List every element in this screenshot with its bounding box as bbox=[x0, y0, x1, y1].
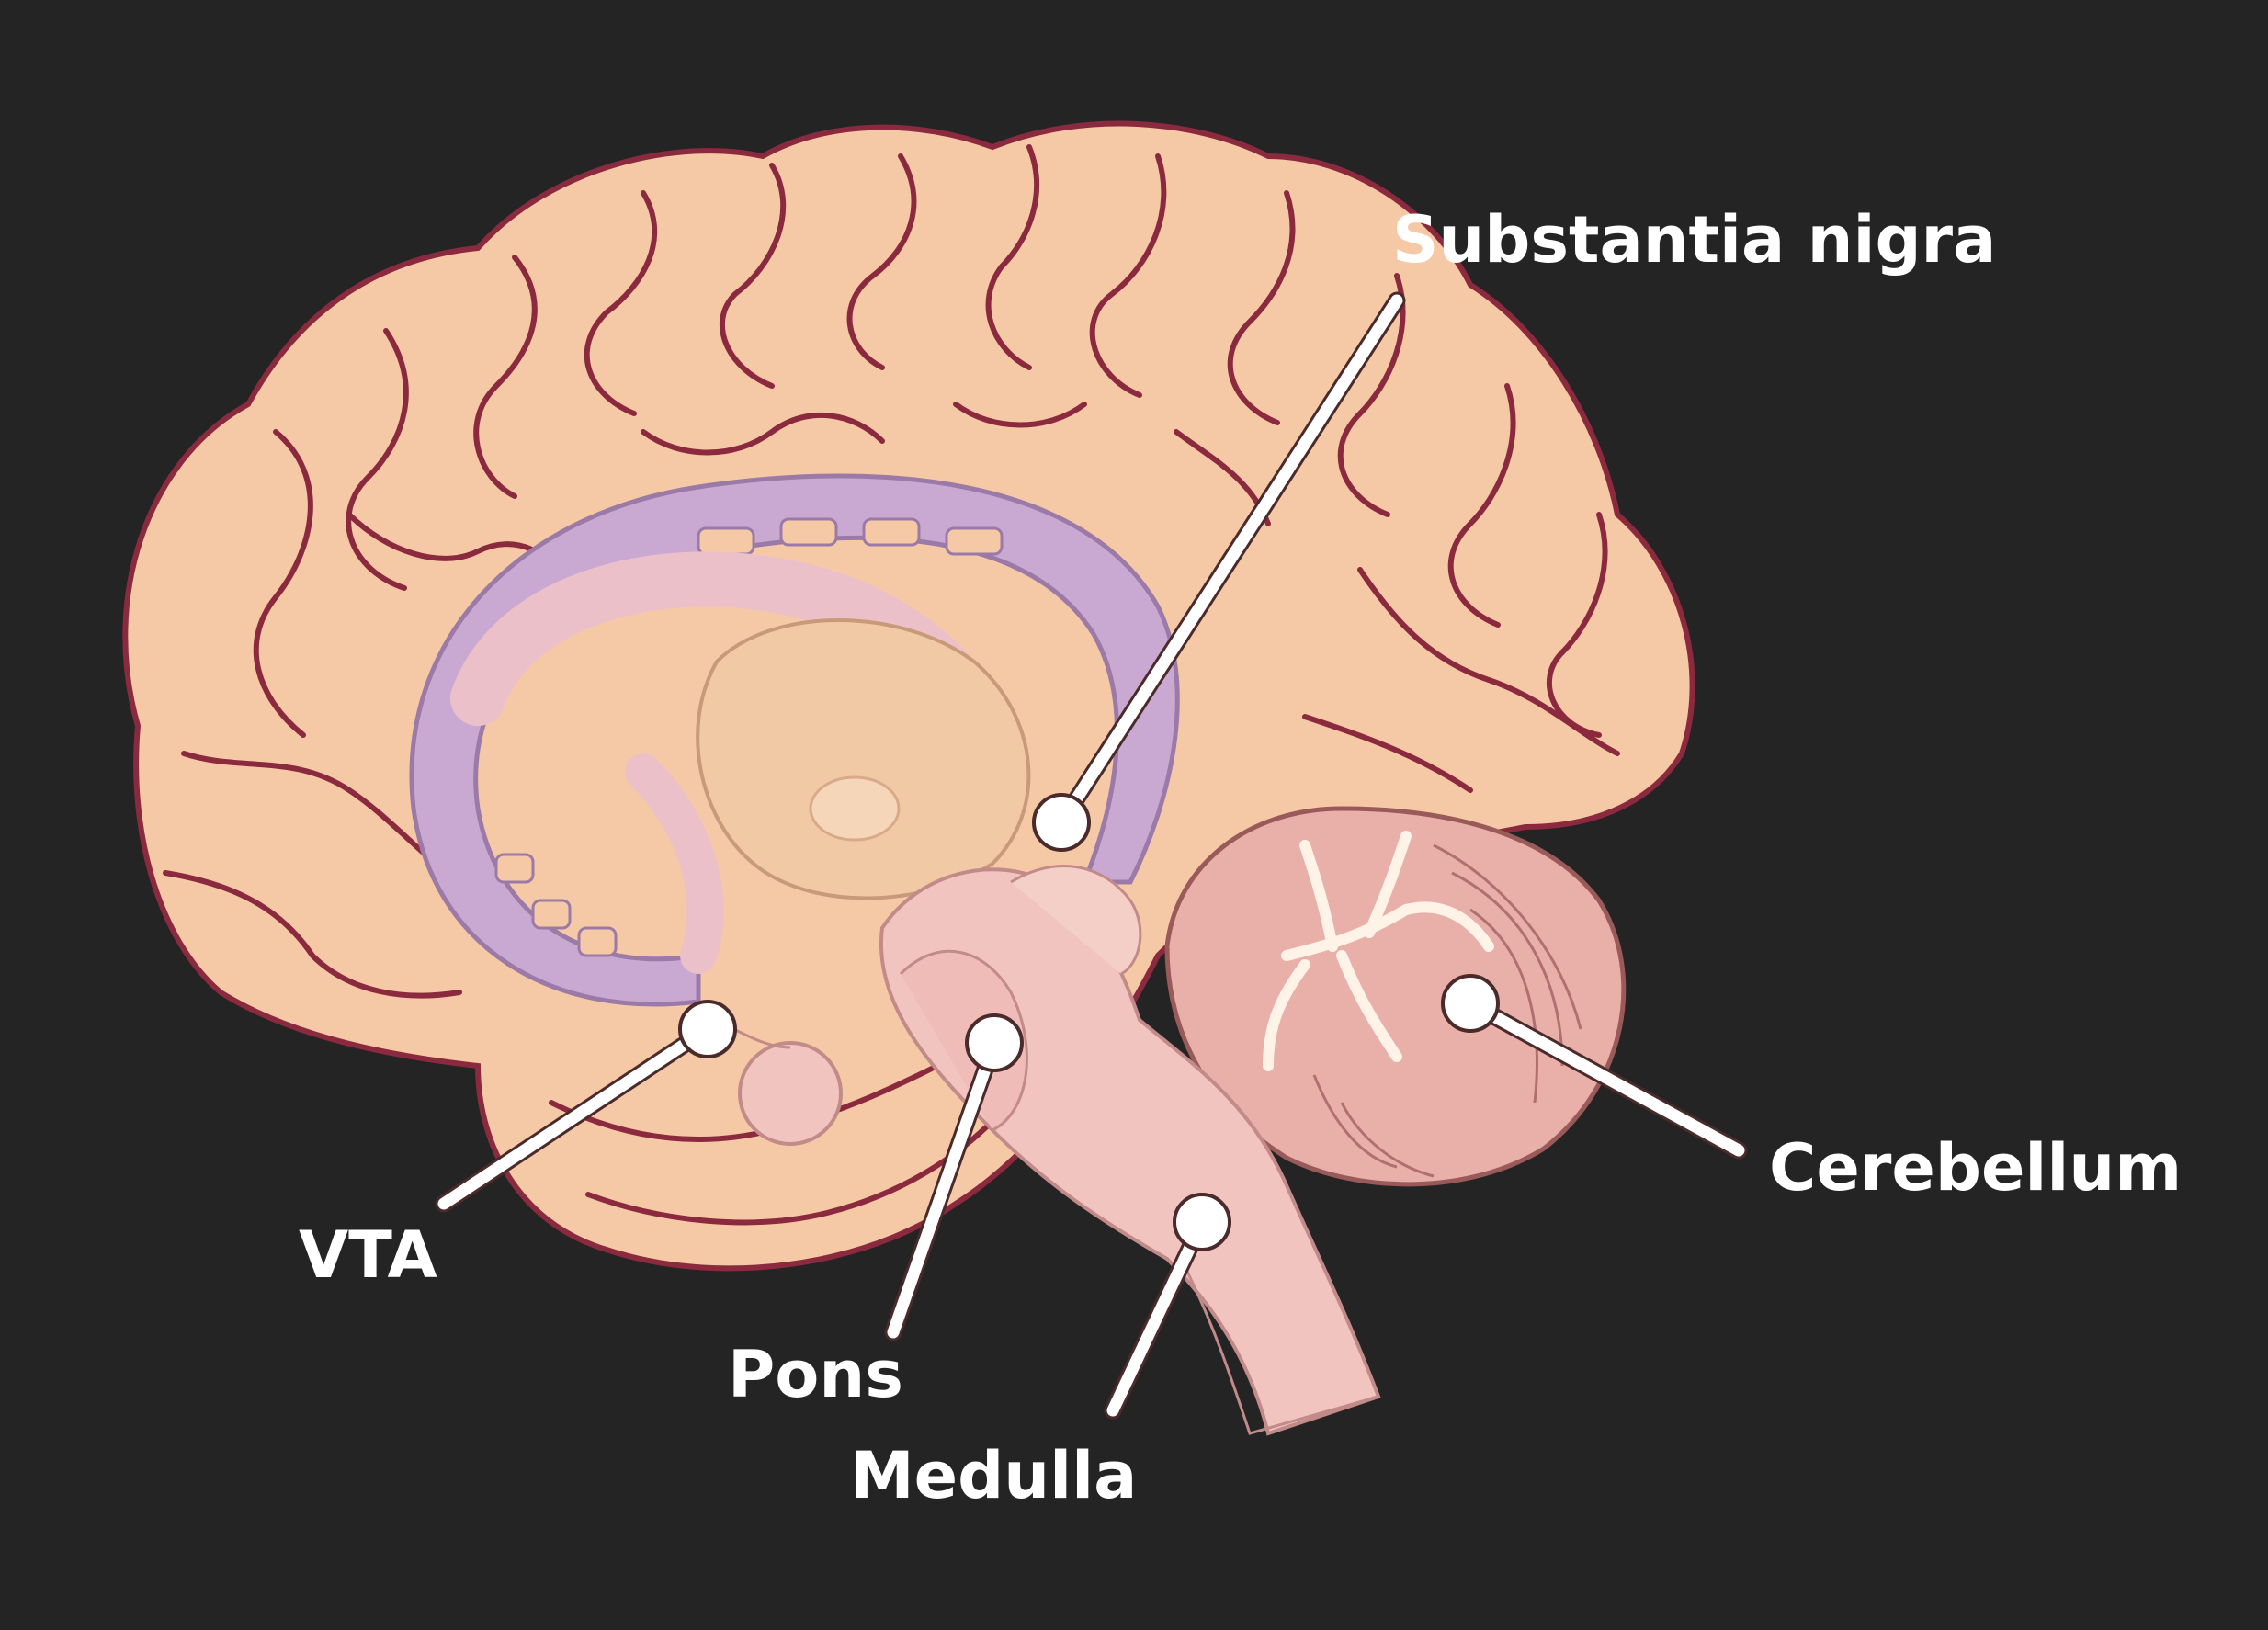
thalamus bbox=[696, 618, 1031, 900]
vta-dot bbox=[678, 1000, 737, 1058]
cerebellum-dot bbox=[1441, 974, 1500, 1033]
medulla-dot bbox=[1173, 1193, 1231, 1251]
label-medulla: Medulla bbox=[850, 1438, 1137, 1513]
substantia-nigra-dot bbox=[1032, 793, 1091, 852]
pituitary-region bbox=[697, 1009, 843, 1146]
cortex-sulci bbox=[163, 144, 1620, 1226]
label-dots bbox=[678, 793, 1500, 1251]
pons-dot bbox=[965, 1013, 1024, 1072]
label-vta: VTA bbox=[299, 1217, 437, 1293]
label-substantia-nigra: Substantia nigra bbox=[1392, 202, 1996, 277]
label-pons: Pons bbox=[728, 1337, 903, 1412]
label-cerebellum: Cerebellum bbox=[1769, 1130, 2182, 1206]
labels: Substantia nigra Cerebellum VTA Pons Med… bbox=[299, 202, 2182, 1513]
cerebellum bbox=[1164, 806, 1627, 1187]
leader-lines bbox=[435, 291, 1748, 1420]
brainstem bbox=[879, 865, 1381, 1436]
